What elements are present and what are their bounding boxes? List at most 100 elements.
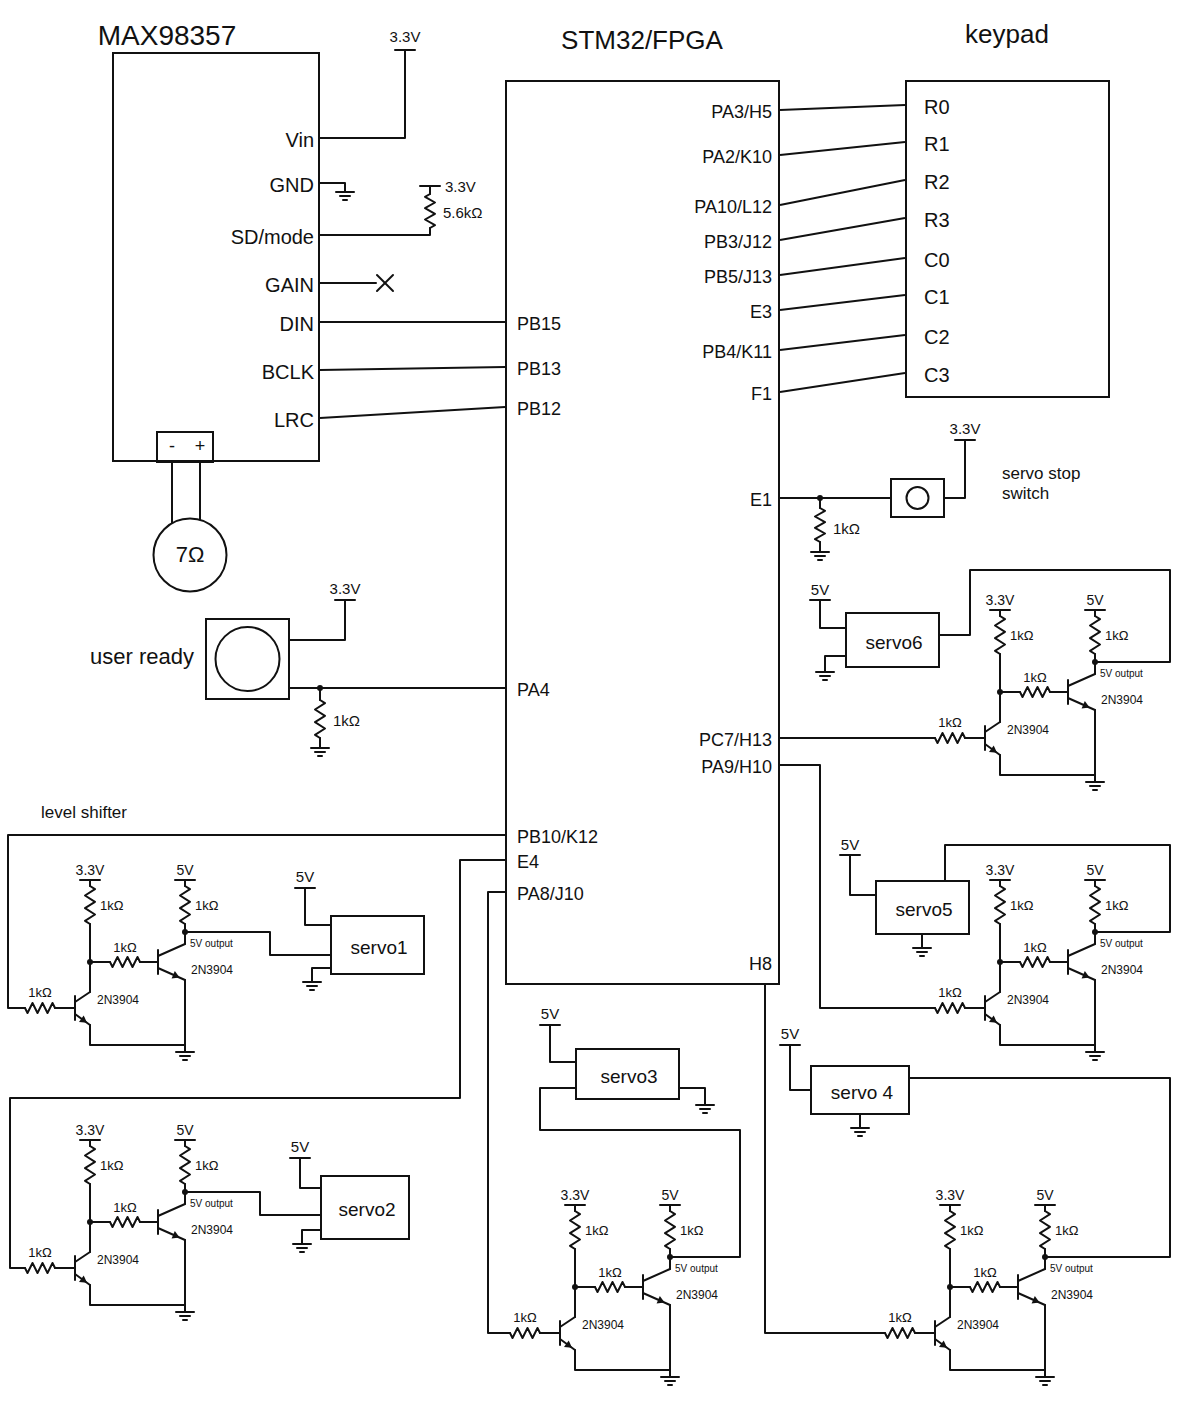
resistor-symbol xyxy=(1090,616,1100,654)
wire xyxy=(300,1158,320,1188)
ground-symbol xyxy=(318,755,322,757)
transistor-collector xyxy=(985,722,1000,732)
wire xyxy=(940,570,1170,662)
pin-name: PA2/K10 xyxy=(702,148,772,166)
emitter-arrow xyxy=(79,1275,87,1282)
schematic-label: 1kΩ xyxy=(27,1246,52,1259)
wire xyxy=(999,924,1001,962)
pin-name: E3 xyxy=(750,303,772,321)
button-symbol xyxy=(216,627,280,691)
resistor-symbol xyxy=(510,1328,540,1338)
junction-dot xyxy=(182,1189,188,1195)
speaker-symbol xyxy=(154,519,227,592)
schematic-label: 2N3904 xyxy=(956,1319,1000,1331)
schematic-label: 5V output xyxy=(1049,1264,1094,1274)
wire xyxy=(965,737,985,739)
resistor-symbol xyxy=(885,1328,915,1338)
supply-rail xyxy=(335,599,355,601)
schematic-label: 5V xyxy=(810,582,830,597)
resistor-symbol xyxy=(180,1146,190,1184)
wire xyxy=(910,1078,1170,1257)
transistor-emitter xyxy=(158,1228,185,1240)
no-connect-mark xyxy=(377,275,393,291)
wire xyxy=(999,962,1001,992)
schematic-label: 1kΩ xyxy=(972,1266,997,1279)
resistor-symbol xyxy=(1020,957,1050,967)
schematic-label: 1kΩ xyxy=(597,1266,622,1279)
pin-name: PB13 xyxy=(517,360,561,378)
ground-symbol xyxy=(176,1051,194,1053)
resistor-symbol xyxy=(85,886,95,924)
pin-name: PB4/K11 xyxy=(702,343,772,361)
wire xyxy=(625,1286,643,1288)
schematic-label: 3.3V xyxy=(560,1188,591,1202)
transistor-emitter xyxy=(935,1339,950,1350)
amplifier-board: MAX98357VinGNDSD/modeGAINDINBCLKLRC xyxy=(112,52,320,462)
schematic-label: 5V xyxy=(295,869,315,884)
wire xyxy=(1000,691,1020,693)
ground-symbol xyxy=(816,671,834,673)
schematic-label: 5V xyxy=(1035,1188,1054,1202)
speaker-value: 7Ω xyxy=(176,544,205,566)
ground-symbol xyxy=(913,947,931,949)
ground-symbol xyxy=(297,1247,307,1249)
schematic-label: 2N3904 xyxy=(1006,994,1050,1006)
resistor-symbol xyxy=(995,886,1005,924)
schematic-label: 5V xyxy=(1085,863,1104,877)
ground-symbol xyxy=(811,551,829,553)
schematic-label: 5V xyxy=(175,863,194,877)
schematic-label: 1kΩ xyxy=(679,1224,704,1237)
resistor-symbol xyxy=(570,1211,580,1249)
junction-dot xyxy=(1092,659,1098,665)
schematic-label: - xyxy=(168,437,176,455)
transistor-emitter xyxy=(985,744,1000,755)
wire xyxy=(302,1230,320,1244)
wire xyxy=(290,600,345,640)
emitter-arrow xyxy=(939,1340,947,1347)
ground-symbol xyxy=(917,951,927,953)
wire xyxy=(89,962,91,992)
transistor-emitter xyxy=(75,1014,90,1025)
transistor-collector xyxy=(643,1269,670,1281)
part-title: STM32/FPGA xyxy=(561,27,723,53)
button-outline xyxy=(207,620,288,698)
wire xyxy=(945,440,965,498)
wire xyxy=(765,985,875,1333)
transistor-collector xyxy=(1018,1269,1045,1281)
wire xyxy=(1044,1305,1046,1370)
pin-name: PA10/L12 xyxy=(694,198,772,216)
transistor-collector xyxy=(560,1317,575,1327)
schematic-label: 5V output xyxy=(1099,669,1144,679)
schematic-label: 1kΩ xyxy=(1022,941,1047,954)
servo-name: servo3 xyxy=(600,1067,657,1086)
wire xyxy=(949,1287,951,1317)
schematic-label: 5V output xyxy=(189,1199,234,1209)
wire xyxy=(820,600,845,628)
switch-label: user ready xyxy=(90,646,194,668)
transistor-collector xyxy=(1068,944,1095,956)
pin-name: H8 xyxy=(749,955,772,973)
schematic-label: 5V xyxy=(175,1123,194,1137)
servo-box: servo1 xyxy=(330,915,425,975)
schematic-label: 2N3904 xyxy=(96,1254,140,1266)
schematic-label: 3.3V xyxy=(75,863,106,877)
resistor-symbol xyxy=(935,733,965,743)
schematic-label: 1kΩ xyxy=(832,521,861,536)
resistor-symbol xyxy=(815,508,825,542)
schematic-label: 1kΩ xyxy=(1022,671,1047,684)
schematic-label: 2N3904 xyxy=(675,1289,719,1301)
schematic-label: 1kΩ xyxy=(937,986,962,999)
resistor-symbol xyxy=(110,1217,140,1227)
wire xyxy=(140,1221,158,1223)
wire xyxy=(89,1222,91,1252)
pin-name: C3 xyxy=(924,365,950,385)
signal-wire xyxy=(780,335,905,350)
transistor-base xyxy=(157,1210,159,1234)
schematic-label: 1kΩ xyxy=(1104,899,1129,912)
transistor-emitter xyxy=(560,1339,575,1350)
wire xyxy=(575,1350,670,1377)
schematic-label: 5V xyxy=(290,1139,310,1154)
signal-wire xyxy=(780,373,905,392)
ground-symbol xyxy=(820,675,830,677)
